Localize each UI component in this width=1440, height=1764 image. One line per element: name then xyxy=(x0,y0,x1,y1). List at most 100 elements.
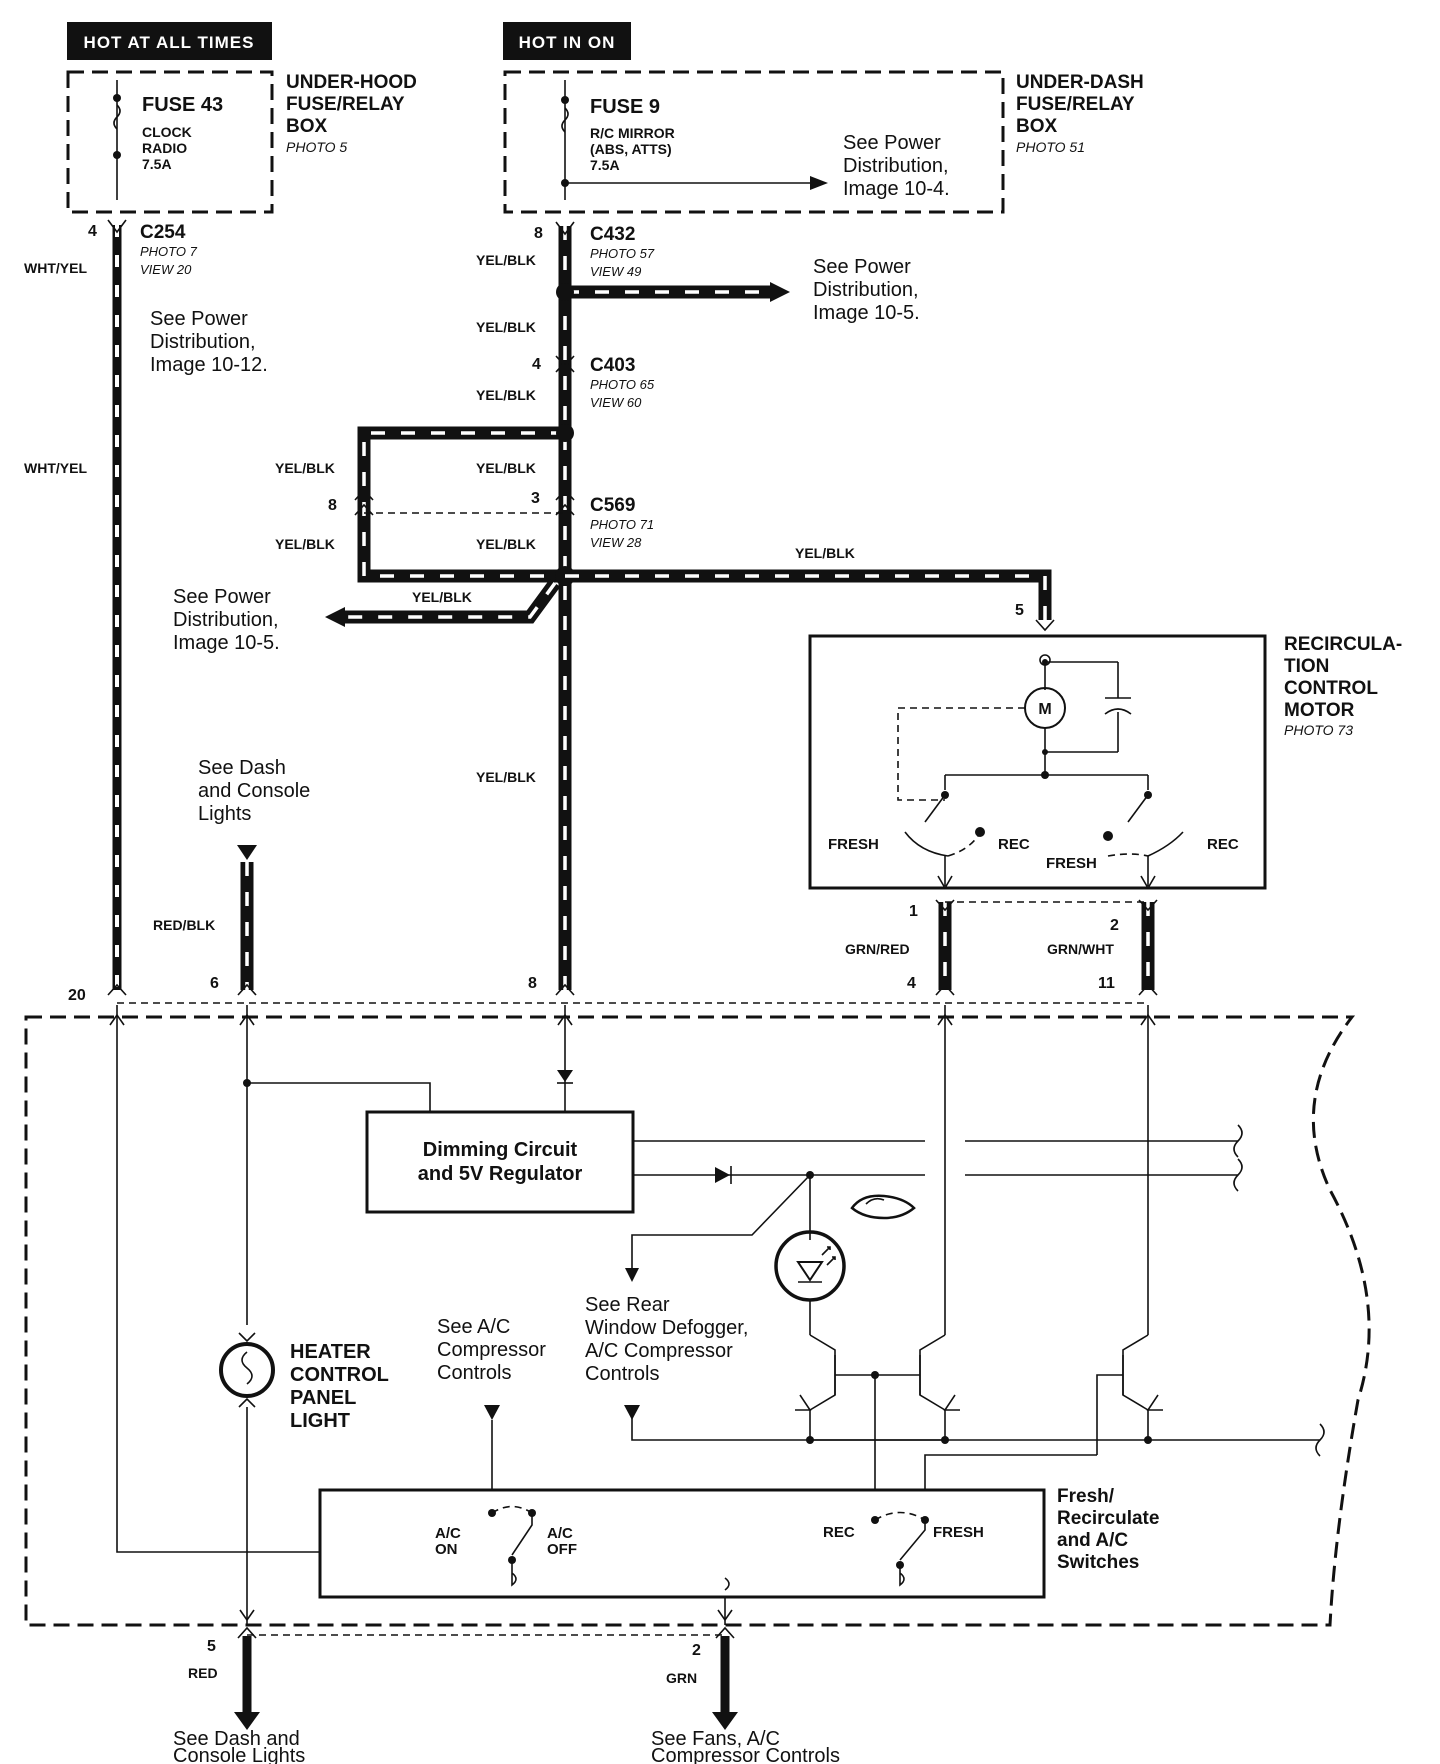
ref-power-10-5-b-1: See Power xyxy=(173,586,271,608)
motor-photo: PHOTO 73 xyxy=(1284,722,1353,738)
yel-blk-label-8: YEL/BLK xyxy=(795,545,855,561)
ref-rear-defogger-1: See Rear xyxy=(585,1294,670,1316)
under-dash-title-3: BOX xyxy=(1016,116,1058,137)
under-dash-photo: PHOTO 51 xyxy=(1016,139,1085,155)
fuse-43-rating: 7.5A xyxy=(142,156,172,172)
grn-red-label: GRN/RED xyxy=(845,941,910,957)
ref-rear-defogger-2: Window Defogger, xyxy=(585,1317,748,1339)
c403-name: C403 xyxy=(590,355,635,376)
fuse-43-icon xyxy=(113,104,121,130)
hot-in-on-label: HOT IN ON xyxy=(519,33,616,52)
under-hood-fuse-box: FUSE 43 CLOCK RADIO 7.5A UNDER-HOOD FUSE… xyxy=(66,70,417,214)
ref-dash-bottom-1: See Dash and xyxy=(173,1728,300,1750)
motor-title-1: RECIRCULA- xyxy=(1284,634,1402,655)
diode-icon xyxy=(715,1167,730,1183)
motor-fresh-left: FRESH xyxy=(828,836,879,853)
c569-view: VIEW 28 xyxy=(590,535,642,550)
under-hood-title-2: FUSE/RELAY xyxy=(286,94,405,115)
yel-blk-trunk xyxy=(325,221,1055,996)
c403-view: VIEW 60 xyxy=(590,395,642,410)
c432-photo: PHOTO 57 xyxy=(590,246,655,261)
fuse-43-desc2: RADIO xyxy=(142,140,187,156)
c254-view: VIEW 20 xyxy=(140,262,192,277)
cu-pin-4: 4 xyxy=(907,975,916,992)
rec-fresh-switch-icon xyxy=(899,1520,926,1561)
switch-title-1: Fresh/ xyxy=(1057,1486,1115,1507)
dimming-circuit-label-1: Dimming Circuit xyxy=(423,1139,578,1161)
ref-power-10-5-a-2: Distribution, xyxy=(813,279,919,301)
yel-blk-label-4: YEL/BLK xyxy=(275,460,335,476)
c403-photo: PHOTO 65 xyxy=(590,377,655,392)
panel-light-label-2: CONTROL xyxy=(290,1364,389,1386)
hot-at-all-times-tag: HOT AT ALL TIMES xyxy=(67,22,272,60)
fuse-43-name: FUSE 43 xyxy=(142,94,223,116)
cu-pin-6: 6 xyxy=(210,975,219,992)
c569-name: C569 xyxy=(590,495,635,516)
cu-pin-5: 5 xyxy=(207,1638,216,1655)
motor-symbol-icon: M xyxy=(1038,701,1051,718)
ref-ac-compressor-3: Controls xyxy=(437,1362,511,1384)
panel-light-label-3: PANEL xyxy=(290,1387,356,1409)
panel-light-label-1: HEATER xyxy=(290,1341,371,1363)
under-dash-title-2: FUSE/RELAY xyxy=(1016,94,1135,115)
ref-fans-1: See Fans, A/C xyxy=(651,1728,780,1750)
under-hood-title-3: BOX xyxy=(286,116,328,137)
c432-pin: 8 xyxy=(534,225,543,242)
control-unit-internals xyxy=(109,1005,1325,1625)
yel-blk-label-10: YEL/BLK xyxy=(476,769,536,785)
fuse-9-rating: 7.5A xyxy=(590,157,620,173)
ac-on-label-1: A/C xyxy=(435,1525,461,1542)
fuse-9-desc1: R/C MIRROR xyxy=(590,125,675,141)
ref-rear-defogger-4: Controls xyxy=(585,1363,659,1385)
red-output-wire xyxy=(234,1626,260,1730)
yel-blk-label-1: YEL/BLK xyxy=(476,252,536,268)
ref-dash-top-1: See Dash xyxy=(198,757,286,779)
switch-title-2: Recirculate xyxy=(1057,1508,1159,1529)
under-hood-title-1: UNDER-HOOD xyxy=(286,72,417,93)
switch-rec-label: REC xyxy=(823,1524,855,1541)
wht-yel-label-1: WHT/YEL xyxy=(24,260,87,276)
wht-yel-wire xyxy=(107,219,127,996)
c432-name: C432 xyxy=(590,224,635,245)
ref-ac-compressor-1: See A/C xyxy=(437,1316,510,1338)
fuse-9-ref-3: Image 10-4. xyxy=(843,178,950,200)
motor-rec-right: REC xyxy=(1207,836,1239,853)
motor-pin-1: 1 xyxy=(909,903,918,920)
ref-dash-top-3: Lights xyxy=(198,803,251,825)
indicator-led-icon xyxy=(774,1230,846,1302)
motor-fresh-right: FRESH xyxy=(1046,855,1097,872)
wht-yel-label-2: WHT/YEL xyxy=(24,460,87,476)
hot-in-on-tag: HOT IN ON xyxy=(503,22,631,60)
yel-blk-label-6: YEL/BLK xyxy=(275,536,335,552)
ref-dash-bottom-2: Console Lights xyxy=(173,1745,305,1764)
control-unit-outline xyxy=(24,1015,1371,1627)
fresh-recirculate-ac-switch-box xyxy=(318,1488,1046,1599)
fuse-9-icon xyxy=(561,107,569,133)
ref-power-10-12-1: See Power xyxy=(150,308,248,330)
motor-title-2: TION xyxy=(1284,656,1329,677)
dimming-circuit-box xyxy=(365,1110,635,1214)
cu-pin-2: 2 xyxy=(692,1642,701,1659)
fuse-9-ref-2: Distribution, xyxy=(843,155,949,177)
fuse-9-desc2: (ABS, ATTS) xyxy=(590,141,672,157)
ac-on-label-2: ON xyxy=(435,1541,458,1558)
switch-title-3: and A/C xyxy=(1057,1530,1128,1551)
ref-power-10-5-a-1: See Power xyxy=(813,256,911,278)
yel-blk-label-3: YEL/BLK xyxy=(476,387,536,403)
cu-pin-20: 20 xyxy=(68,987,86,1004)
ref-power-10-5-b-2: Distribution, xyxy=(173,609,279,631)
ref-fans-2: Compressor Controls xyxy=(651,1745,840,1764)
motor-title-3: CONTROL xyxy=(1284,678,1378,699)
red-blk-wire xyxy=(237,845,257,996)
cu-pin-11: 11 xyxy=(1098,975,1115,992)
c254-photo: PHOTO 7 xyxy=(140,244,198,259)
ref-power-10-12-3: Image 10-12. xyxy=(150,354,268,376)
recirculation-icon xyxy=(850,1194,916,1220)
fuse-9-ref-1: See Power xyxy=(843,132,941,154)
under-dash-title-1: UNDER-DASH xyxy=(1016,72,1144,93)
yel-blk-label-2: YEL/BLK xyxy=(476,319,536,335)
ac-off-label-1: A/C xyxy=(547,1525,573,1542)
ref-power-10-5-a-3: Image 10-5. xyxy=(813,302,920,324)
ref-ac-compressor-2: Compressor xyxy=(437,1339,546,1361)
